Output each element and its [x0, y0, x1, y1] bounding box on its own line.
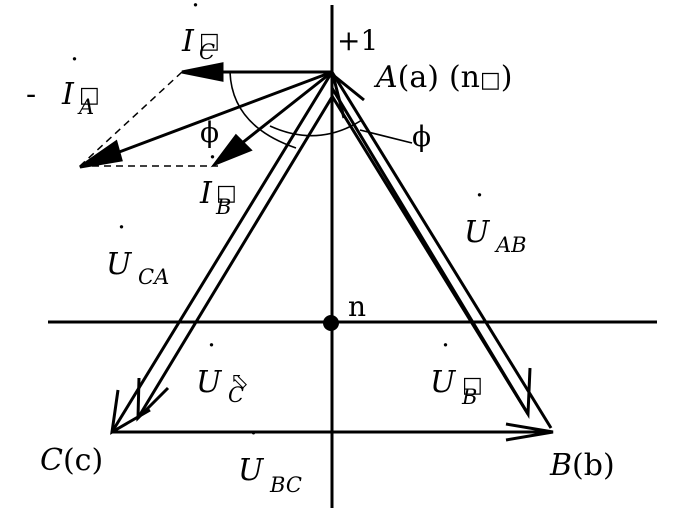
vertex-a-label: A(a)(n□): [373, 60, 513, 95]
svg-text:B: B: [215, 195, 231, 219]
svg-text:A: A: [77, 95, 94, 119]
uca-line-inner: [136, 96, 334, 419]
dashed-construction: [79, 71, 218, 167]
svg-text:˙: ˙: [188, 0, 203, 34]
ub-line: [330, 87, 530, 415]
ic-label: I ˙ C □: [181, 0, 220, 64]
svg-text:U: U: [106, 247, 133, 282]
svg-text:B: B: [461, 385, 477, 409]
ib-label: I ˙ B □: [199, 151, 237, 219]
neutral-point: [323, 315, 339, 331]
ic-arrowhead: [181, 62, 224, 82]
svg-text:□: □: [462, 373, 483, 398]
svg-text:-: -: [26, 77, 36, 112]
svg-text:˙: ˙: [204, 339, 219, 374]
phi-leader: [359, 129, 413, 144]
uca-line-outer: [110, 71, 334, 433]
svg-text:˙: ˙: [67, 53, 82, 88]
svg-text:BC: BC: [269, 473, 302, 497]
svg-text:C: C: [199, 40, 215, 64]
svg-text:˙: ˙: [472, 189, 487, 224]
svg-text:CA: CA: [138, 265, 169, 289]
svg-text:˙: ˙: [114, 221, 129, 256]
uab-arrowhead: [330, 70, 365, 119]
current-phasors: [79, 62, 333, 169]
svg-text:I: I: [61, 77, 75, 112]
uab-label: U ˙ AB: [464, 189, 527, 257]
ubc-arrowhead: [505, 422, 554, 442]
svg-text:U: U: [238, 453, 265, 488]
uc-arrowhead: [136, 377, 170, 422]
vertex-b-label: B(b): [549, 448, 615, 483]
neg-ia-arrowhead: [79, 139, 123, 169]
svg-text:I: I: [181, 24, 195, 59]
ub-label: U ˙ B □: [430, 339, 483, 409]
phi-arc-left: [229, 71, 297, 149]
phi-left-label: ϕ: [200, 116, 219, 149]
ib-arrowhead: [210, 133, 253, 168]
svg-text:I: I: [199, 176, 213, 211]
svg-text:˙: ˙: [246, 427, 261, 462]
svg-text:□: □: [199, 29, 220, 54]
uca-label: U ˙ CA: [106, 221, 169, 289]
ub-arrowhead: [502, 367, 532, 419]
voltage-arrowheads: [110, 70, 554, 442]
svg-text:U: U: [464, 215, 491, 250]
svg-text:⬁: ⬁: [230, 369, 248, 394]
svg-text:□: □: [79, 83, 100, 108]
svg-text:U: U: [430, 365, 457, 400]
phi-arc-right: [269, 119, 363, 137]
uc-label: U ˙ C ⬁: [196, 339, 248, 407]
ubc-label: U ˙ BC: [238, 427, 302, 497]
neutral-label: n: [348, 290, 366, 323]
neg-ia-phasor: [81, 70, 333, 168]
svg-text:□: □: [216, 181, 237, 206]
svg-text:AB: AB: [494, 233, 527, 257]
svg-text:U: U: [196, 365, 223, 400]
svg-text:C: C: [228, 383, 244, 407]
angle-arcs: [229, 71, 413, 149]
neg-ia-label: - I ˙ A □: [26, 53, 100, 119]
svg-text:˙: ˙: [205, 151, 220, 186]
vertex-c-label: C(c): [40, 443, 103, 478]
real-axis-label: +1: [337, 24, 378, 57]
svg-text:˙: ˙: [438, 339, 453, 374]
phi-right-label: ϕ: [412, 120, 431, 153]
